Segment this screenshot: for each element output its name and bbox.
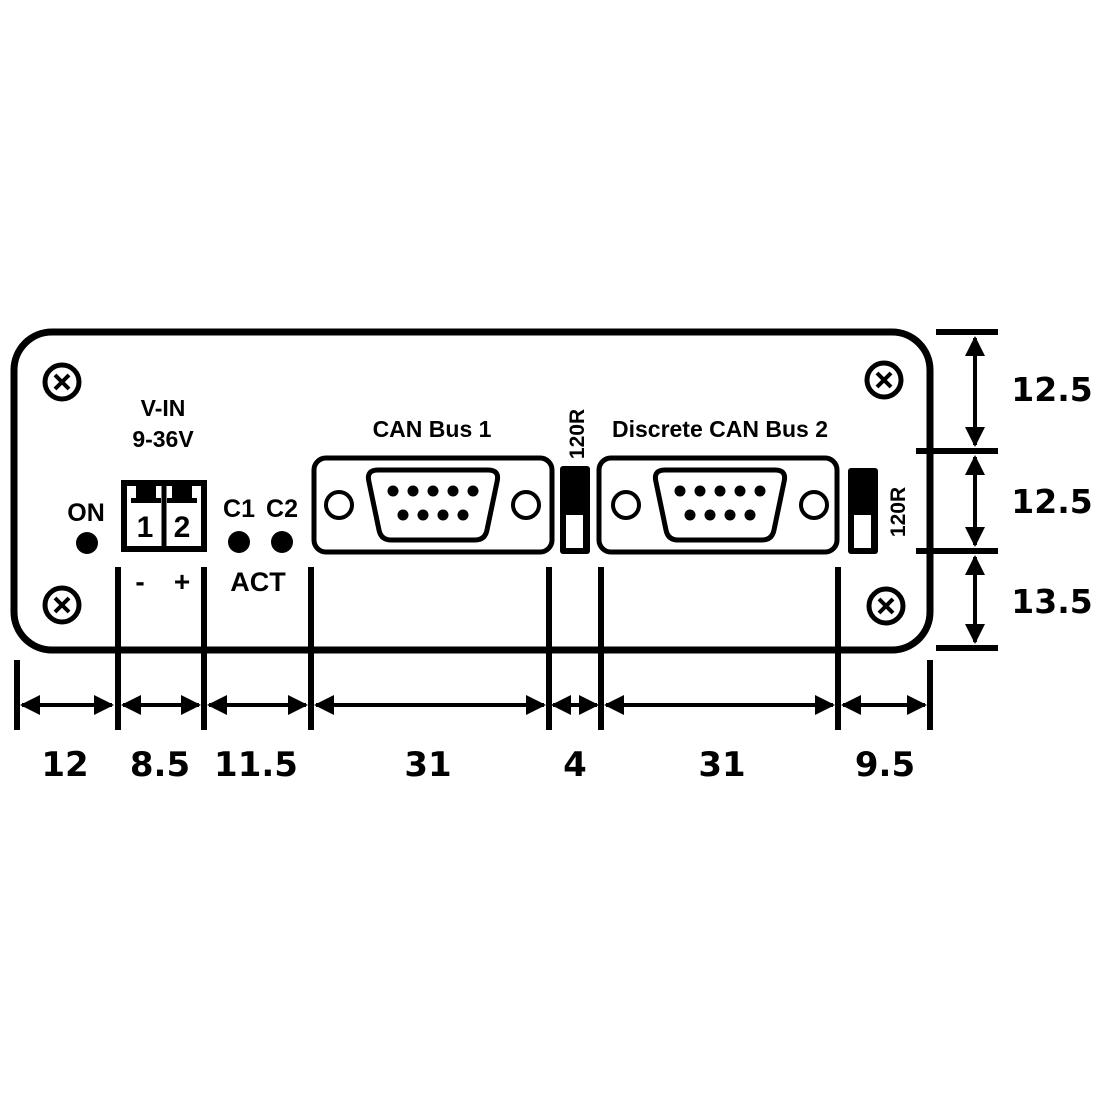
c2-led (271, 531, 293, 553)
dim-v-2: 12.5 (1011, 482, 1092, 521)
dim-h-4: 31 (404, 745, 451, 785)
horizontal-dimension-values: 12 8.5 11.5 31 4 31 9.5 (41, 745, 915, 785)
dim-v-1: 12.5 (1011, 370, 1092, 409)
screw-bottom-left (42, 585, 82, 625)
can-bus-1-connector (311, 455, 555, 555)
can-bus-2-label: Discrete CAN Bus 2 (612, 416, 828, 442)
screw-bottom-right (866, 586, 906, 626)
act-label: ACT (230, 567, 286, 597)
c1-led (228, 531, 250, 553)
terminal-plus-label: + (174, 566, 190, 597)
vertical-dimension-values: 12.5 12.5 13.5 (1011, 370, 1092, 621)
vin-title: V-IN (141, 395, 186, 421)
termination-switch-1[interactable] (560, 466, 590, 554)
terminal-2-label: 2 (174, 511, 191, 544)
switch-1-label: 120R (566, 409, 589, 459)
power-terminal-block (121, 480, 207, 552)
dim-h-6: 31 (698, 745, 745, 785)
can-bus-2-connector (596, 455, 840, 555)
switch-2-label: 120R (887, 487, 910, 537)
can-bus-1-label: CAN Bus 1 (373, 416, 492, 442)
screw-top-left (42, 362, 82, 402)
terminal-minus-label: - (135, 566, 144, 597)
dim-v-3: 13.5 (1011, 582, 1092, 621)
c2-led-label: C2 (266, 495, 298, 523)
c1-led-label: C1 (223, 495, 255, 523)
vin-range: 9-36V (132, 426, 194, 452)
dim-h-1: 12 (41, 745, 88, 785)
horizontal-extension-lines (14, 567, 933, 730)
dim-h-7: 9.5 (855, 745, 915, 785)
on-led-label: ON (67, 499, 105, 527)
dim-h-5: 4 (563, 745, 587, 785)
on-led (76, 532, 98, 554)
screw-top-right (864, 360, 904, 400)
termination-switch-2[interactable] (848, 468, 878, 554)
dim-h-2: 8.5 (130, 745, 190, 785)
terminal-1-label: 1 (137, 511, 154, 544)
vertical-extension-lines (916, 329, 998, 651)
dim-h-3: 11.5 (214, 745, 298, 785)
